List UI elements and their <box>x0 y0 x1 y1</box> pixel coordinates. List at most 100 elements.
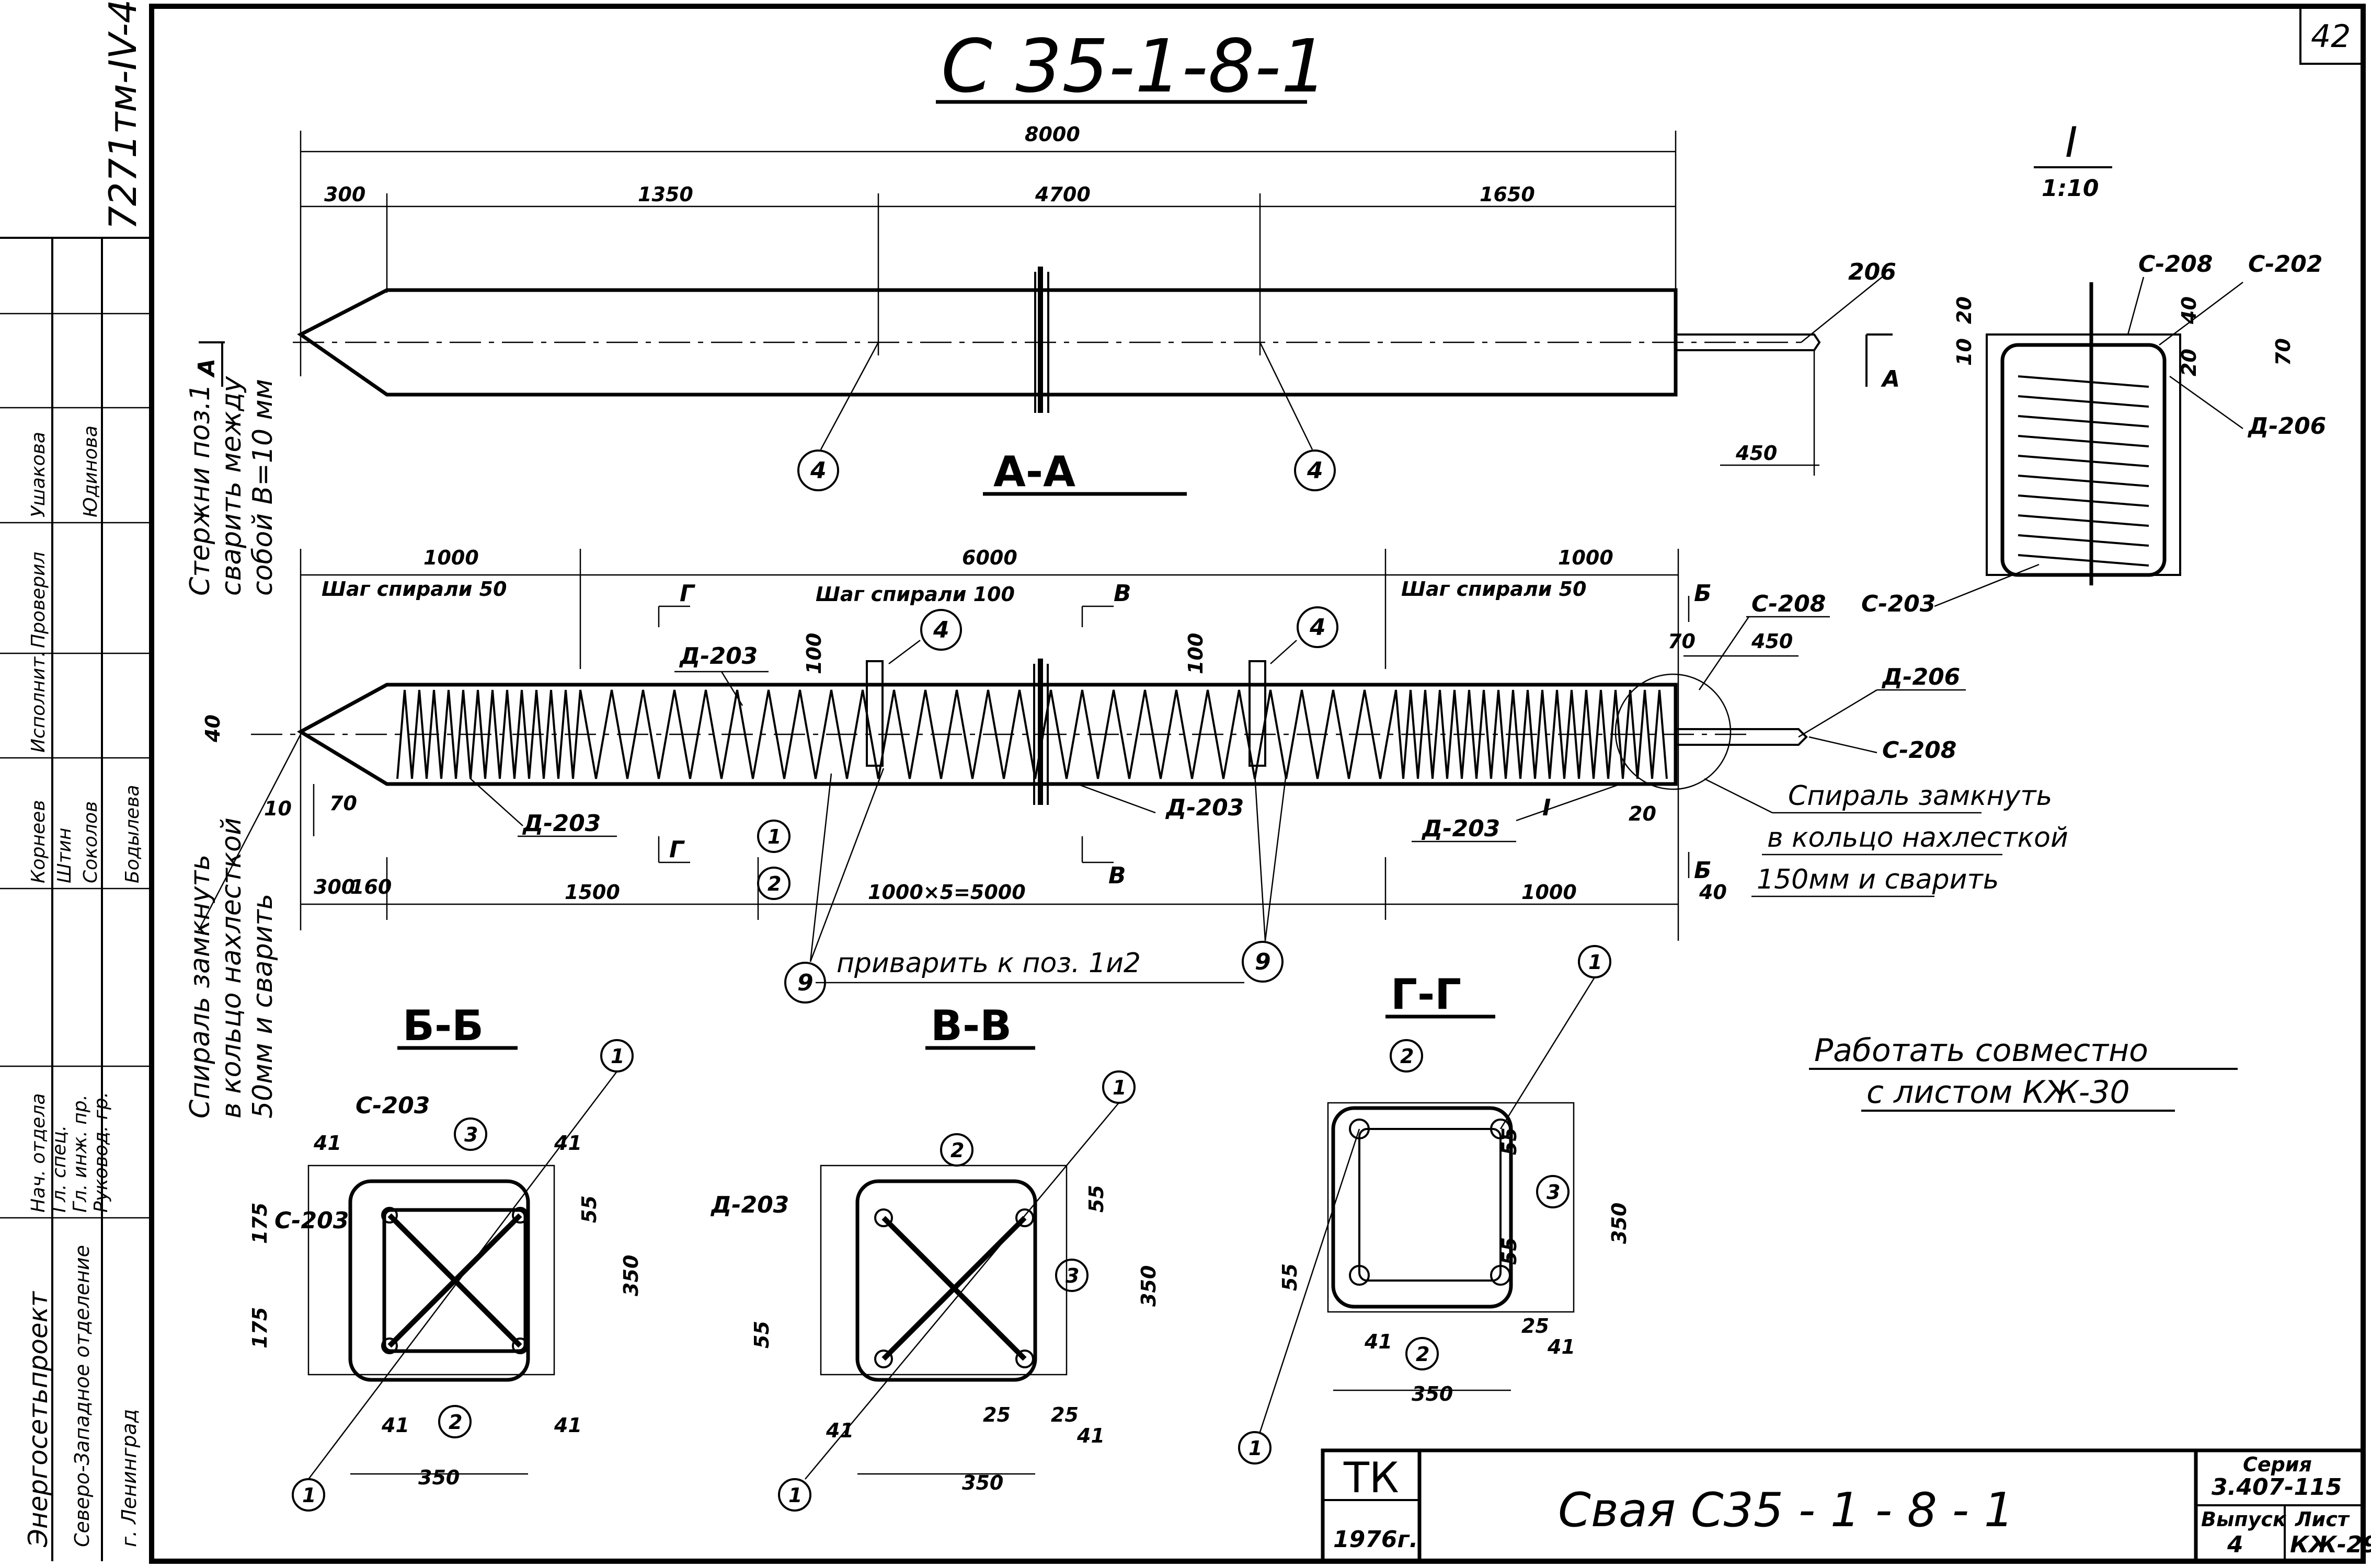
svg-text:25: 25 <box>983 1403 1011 1426</box>
dim-projection: 450 <box>1735 442 1777 465</box>
label-s208-b: С-208 <box>1882 737 1956 764</box>
svg-text:Г: Г <box>669 836 685 863</box>
spiral-note-2: в кольцо нахлесткой <box>1767 822 2068 854</box>
svg-text:41: 41 <box>1364 1330 1392 1353</box>
svg-text:1: 1 <box>1588 951 1602 974</box>
svg-text:в кольцо нахлесткой: в кольцо нахлесткой <box>216 817 247 1119</box>
svg-text:3: 3 <box>464 1123 478 1146</box>
section-mark-a-right: А <box>1881 366 1900 393</box>
svg-text:100: 100 <box>803 633 826 674</box>
name-5: Соколов <box>80 801 101 883</box>
svg-text:40: 40 <box>1699 881 1727 904</box>
svg-text:1000×5=5000: 1000×5=5000 <box>868 881 1026 904</box>
aa-projection-bar <box>1676 728 1808 746</box>
svg-text:25: 25 <box>1521 1315 1549 1338</box>
year: 1976г. <box>1333 1526 1418 1553</box>
joint-note: Работать совместно с листом КЖ-30 <box>1809 1032 2238 1112</box>
svg-text:175: 175 <box>248 1203 271 1244</box>
svg-text:41: 41 <box>1076 1424 1105 1447</box>
svg-text:350: 350 <box>418 1466 460 1489</box>
bar-206-label: 206 <box>1848 259 1896 285</box>
spiral-note-1: Спираль замкнуть <box>1788 780 2052 812</box>
svg-text:350: 350 <box>620 1255 643 1296</box>
section-vv: В-В Д-203 55 55 350 41 25 25 41 350 2 3 … <box>710 1001 1160 1512</box>
series-label: Серия <box>2243 1453 2312 1476</box>
svg-text:С-203: С-203 <box>1861 591 1935 617</box>
detail-spiral-turn <box>2018 514 2149 527</box>
projection-bar <box>1676 333 1821 351</box>
sheet-label: Лист <box>2295 1508 2350 1531</box>
aa-pile-outline <box>296 683 1678 786</box>
svg-text:3: 3 <box>1066 1264 1079 1287</box>
series-value: 3.407-115 <box>2212 1474 2342 1501</box>
name-4: Штин <box>54 828 75 883</box>
page-number: 42 <box>2311 18 2351 55</box>
detail-spiral-turn <box>2018 554 2149 567</box>
svg-text:350: 350 <box>1137 1265 1160 1307</box>
svg-text:70: 70 <box>329 792 357 815</box>
name-2: Юдинова <box>80 425 101 517</box>
section-vv-title: В-В <box>931 1001 1012 1050</box>
label-d203-c: Д-203 <box>1165 794 1244 821</box>
svg-text:175: 175 <box>248 1307 271 1348</box>
detail-spiral-turn <box>2018 395 2149 408</box>
role-3: Нач. отдела <box>28 1093 49 1213</box>
detail-i-circle <box>1614 673 1732 790</box>
marker-9-right <box>1242 941 1284 983</box>
spiral-note-3: 150мм и сварить <box>1757 864 1999 895</box>
pitch-right: Шаг спирали 50 <box>1401 578 1587 601</box>
svg-text:300: 300 <box>314 875 355 898</box>
svg-text:70: 70 <box>1668 630 1696 653</box>
left-weld-note: Стержни поз.1 сварить между собой В=10 м… <box>185 376 279 596</box>
name-1: Ушакова <box>28 432 49 517</box>
svg-text:Стержни поз.1: Стержни поз.1 <box>185 384 216 596</box>
svg-text:2: 2 <box>1416 1343 1429 1366</box>
svg-text:2: 2 <box>1400 1045 1414 1068</box>
svg-text:Спираль замкнуть: Спираль замкнуть <box>185 855 216 1119</box>
svg-text:сварить между: сварить между <box>216 376 247 596</box>
marker-2-aa <box>757 867 791 900</box>
svg-text:10: 10 <box>1953 338 1976 366</box>
dim-seg-2: 1350 <box>638 183 693 206</box>
role-4: Гл. спец. <box>49 1125 70 1213</box>
weld-note: приварить к поз. 1и2 <box>837 948 1141 979</box>
svg-text:Д-206: Д-206 <box>2247 413 2326 440</box>
pitch-center: Шаг спирали 100 <box>816 583 1015 606</box>
svg-text:9: 9 <box>797 970 814 996</box>
spiral-reinforcement <box>396 689 1668 779</box>
svg-text:55: 55 <box>1498 1237 1521 1265</box>
svg-text:9: 9 <box>1255 949 1271 975</box>
svg-text:41: 41 <box>554 1414 582 1437</box>
svg-text:70: 70 <box>2272 338 2295 366</box>
archive-code: 7271тм-IV-42 <box>101 0 145 230</box>
svg-text:25: 25 <box>1051 1403 1079 1426</box>
svg-text:50мм и сварить: 50мм и сварить <box>247 894 279 1119</box>
label-s208-a: С-208 <box>1751 591 1826 617</box>
svg-text:В: В <box>1114 580 1131 607</box>
svg-text:с листом КЖ-30: с листом КЖ-30 <box>1866 1074 2130 1111</box>
dim-aa-right: 1000 <box>1558 546 1613 569</box>
name-6: Бодылева <box>122 785 143 883</box>
section-gg-title: Г-Г <box>1391 970 1461 1019</box>
svg-text:350: 350 <box>1412 1382 1453 1405</box>
svg-text:1: 1 <box>1113 1076 1126 1099</box>
svg-text:55: 55 <box>750 1321 773 1348</box>
detail-i: I 1:10 С-208 С-202 Д-206 С-203 10 20 40 … <box>1861 118 2326 617</box>
svg-text:4: 4 <box>810 457 827 484</box>
label-d203-d: Д-203 <box>1421 815 1500 842</box>
dim-aa-center: 6000 <box>962 546 1017 569</box>
section-mark-a-left: А <box>193 359 220 378</box>
svg-text:Б: Б <box>1694 857 1712 884</box>
detail-spiral-turn <box>2018 455 2149 467</box>
drawing-name: Свая С35 - 1 - 8 - 1 <box>1558 1483 2014 1538</box>
detail-scale: 1:10 <box>2042 175 2099 202</box>
dim-seg-4: 1650 <box>1480 183 1535 206</box>
svg-text:1: 1 <box>302 1484 316 1507</box>
svg-text:В: В <box>1108 862 1126 889</box>
svg-text:100: 100 <box>1184 633 1207 674</box>
pile-outline <box>297 288 1678 397</box>
svg-text:2: 2 <box>449 1411 462 1434</box>
section-bb-title: Б-Б <box>403 1001 484 1050</box>
marker-4-left <box>797 449 839 491</box>
